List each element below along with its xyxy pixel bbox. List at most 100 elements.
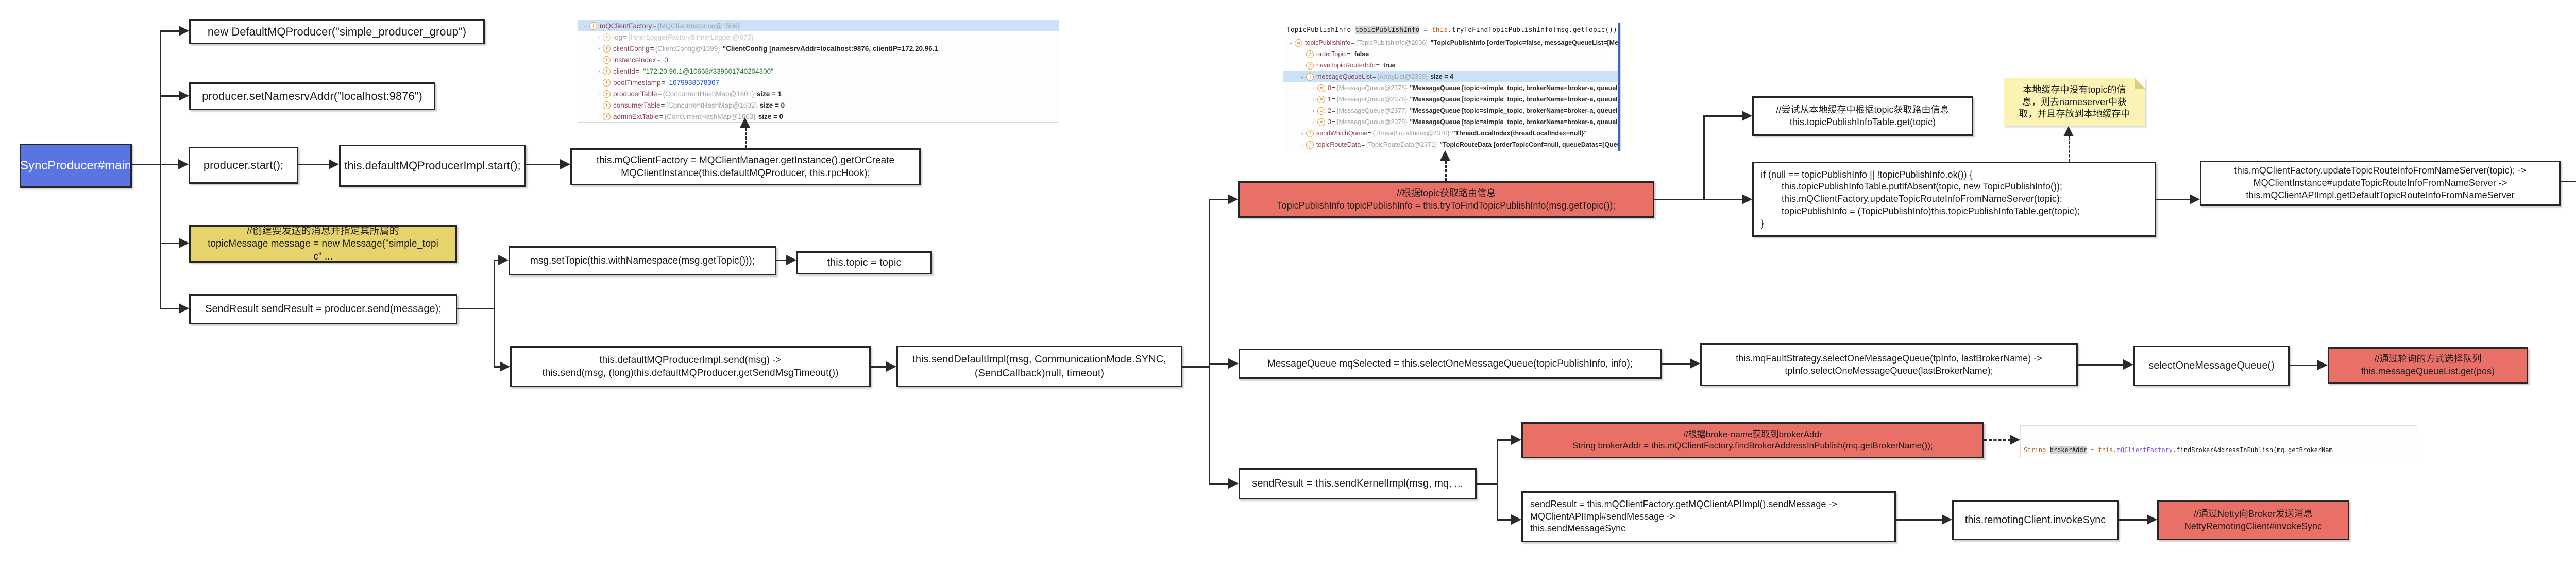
equals-sign: = (660, 101, 665, 109)
debug-row: › f clientId = "172.20.96.1@10668#339601… (578, 65, 1059, 77)
box-line: new DefaultMQProducer("simple_producer_g… (207, 25, 467, 38)
arrowhead (786, 255, 796, 265)
expander-icon[interactable]: › (1312, 108, 1315, 114)
variable-name: topicRouteData (1316, 141, 1361, 148)
expander-icon[interactable]: › (1301, 130, 1303, 136)
arrowhead (2123, 359, 2133, 370)
field-icon: f (1306, 141, 1314, 149)
object-reference: {ConcurrentHashMap@1601} (663, 90, 754, 98)
debug-row: › f sendWhichQueue = {ThreadLocalIndex@2… (1283, 128, 1620, 139)
note-line: 本地缓存中没有topic的信 (2023, 84, 2126, 95)
code-token: .tryToFindTopicPublishInfo(msg.getTopic(… (1448, 26, 1620, 34)
flow-box-send-message: sendResult = this.mQClientFactory.getMQC… (1521, 491, 1896, 542)
arrowhead (178, 159, 189, 169)
flow-box-mq-selected: MessageQueue mqSelected = this.selectOne… (1239, 349, 1662, 379)
field-icon: f (1306, 73, 1314, 81)
connector-line (776, 260, 788, 261)
note-fold-corner (2135, 78, 2145, 89)
debug-row: ⌄ f messageQueueList = {ArrayList@2369} … (1283, 71, 1620, 82)
variable-name: haveTopicRouterInfo (1316, 62, 1376, 69)
equals-sign: = (623, 33, 627, 41)
box-line: this.mqFaultStrategy.selectOneMessageQue… (1736, 353, 2042, 364)
field-icon: f (1306, 50, 1314, 58)
equals-sign: = (635, 67, 640, 75)
variable-name: consumerTable (613, 101, 660, 109)
connector-line (2561, 181, 2576, 182)
scrollbar[interactable] (1618, 23, 1620, 151)
code-token: = (1419, 26, 1432, 34)
object-reference: {TopicRouteData@2371} (1366, 141, 1437, 148)
variable-value: "ThreadLocalIndex{threadLocalIndex=null}… (1452, 130, 1587, 137)
code-token: brokerAddr (2049, 446, 2087, 454)
arrowhead (329, 159, 339, 169)
expander-icon[interactable]: › (1312, 85, 1315, 91)
expander-icon[interactable]: › (598, 68, 600, 74)
connector-line (1984, 439, 2011, 441)
box-line: msg.setTopic(this.withNamespace(msg.getT… (530, 255, 755, 266)
connector-line (1654, 199, 1705, 200)
variable-value: "ClientConfig [namesrvAddr=localhost:987… (722, 44, 939, 53)
code-token: TopicPublishInfo (1286, 26, 1355, 34)
box-line: MessageQueue mqSelected = this.selectOne… (1267, 358, 1633, 369)
box-line: this.mQClientFactory.updateTopicRouteInf… (2234, 165, 2527, 176)
variable-value: "MessageQueue [topic=simple_topic, broke… (1410, 84, 1621, 92)
connector-line (160, 308, 181, 309)
debug-row: › f clientConfig = {ClientConfig@1599} "… (578, 43, 1059, 54)
expander-icon[interactable]: › (1312, 96, 1315, 102)
connector-line (1445, 161, 1447, 181)
connector-line (1703, 115, 1743, 117)
box-label: SyncProducer#main (20, 159, 132, 173)
expander-icon[interactable]: ⌄ (1289, 40, 1293, 46)
flow-box-select-one-mq: selectOneMessageQueue() (2133, 346, 2290, 386)
connector-line (2156, 199, 2191, 200)
box-line: this.defaultMQProducerImpl.start(); (344, 159, 521, 172)
box-line: //根据topic获取路由信息 (1396, 187, 1496, 198)
expander-icon[interactable]: › (598, 34, 600, 40)
equals-sign: = (1331, 84, 1336, 92)
box-line: SendResult sendResult = producer.send(me… (205, 303, 442, 315)
arrowhead (1228, 478, 1239, 489)
expander-icon[interactable]: › (1301, 142, 1303, 148)
code-token: = (2087, 446, 2098, 454)
debug-row: f bootTimestamp = 1679938578367 (578, 77, 1059, 88)
expander-icon[interactable]: › (598, 91, 600, 97)
box-line: this.topicPublishInfoTable.putIfAbsent(t… (1761, 181, 2062, 192)
object-reference: {ConcurrentHashMap@1602} (666, 101, 757, 109)
arrowhead (179, 303, 189, 314)
expander-icon[interactable]: ⌄ (583, 23, 588, 29)
field-icon: f (603, 90, 611, 98)
arrowhead (498, 255, 509, 265)
box-line: this.topicPublishInfoTable.get(topic) (1789, 116, 1936, 127)
debug-row: ⌄ ∞ topicPublishInfo = {TopicPublishInfo… (1283, 37, 1620, 48)
connector-line (160, 243, 181, 244)
variable-name: 1 (1328, 96, 1331, 103)
equals-sign: = (1347, 50, 1351, 58)
expander-icon[interactable]: › (1312, 119, 1315, 125)
equals-sign: = (650, 44, 654, 53)
flow-box-mq-client-factory: this.mQClientFactory = MQClientManager.g… (570, 148, 921, 185)
variable-name: mQClientFactory (600, 22, 652, 30)
debug-row: › f topicRouteData = {TopicRouteData@237… (1283, 139, 1620, 150)
code-token: mQClientFactory (2116, 446, 2173, 454)
variable-value: "MessageQueue [topic=simple_topic, broke… (1410, 107, 1621, 114)
connector-line (1497, 439, 1513, 441)
field-icon: f (603, 56, 611, 64)
field-icon: ≡ (1317, 107, 1325, 115)
connector-line (2078, 364, 2125, 366)
box-line: sendResult = this.sendKernelImpl(msg, mq… (1252, 478, 1463, 490)
box-line: //通过轮询的方式选择队列 (2374, 353, 2482, 364)
debug-row: f adminExtTable = {ConcurrentHashMap@160… (578, 111, 1059, 122)
connector-line (160, 30, 181, 32)
arrowhead (1440, 150, 1450, 161)
expander-icon[interactable]: ⌄ (1300, 74, 1304, 80)
flow-box-send-result: SendResult sendResult = producer.send(me… (189, 294, 457, 324)
box-line: //创建要发送的消息并指定其所属的 (247, 225, 399, 236)
expander-icon[interactable]: › (598, 45, 600, 51)
variable-name: topicPublishInfo (1305, 39, 1351, 46)
box-line: (SendCallback)null, timeout) (974, 367, 1105, 379)
connector-line (2290, 365, 2319, 366)
field-icon: f (603, 67, 611, 75)
variable-name: 2 (1328, 107, 1331, 114)
